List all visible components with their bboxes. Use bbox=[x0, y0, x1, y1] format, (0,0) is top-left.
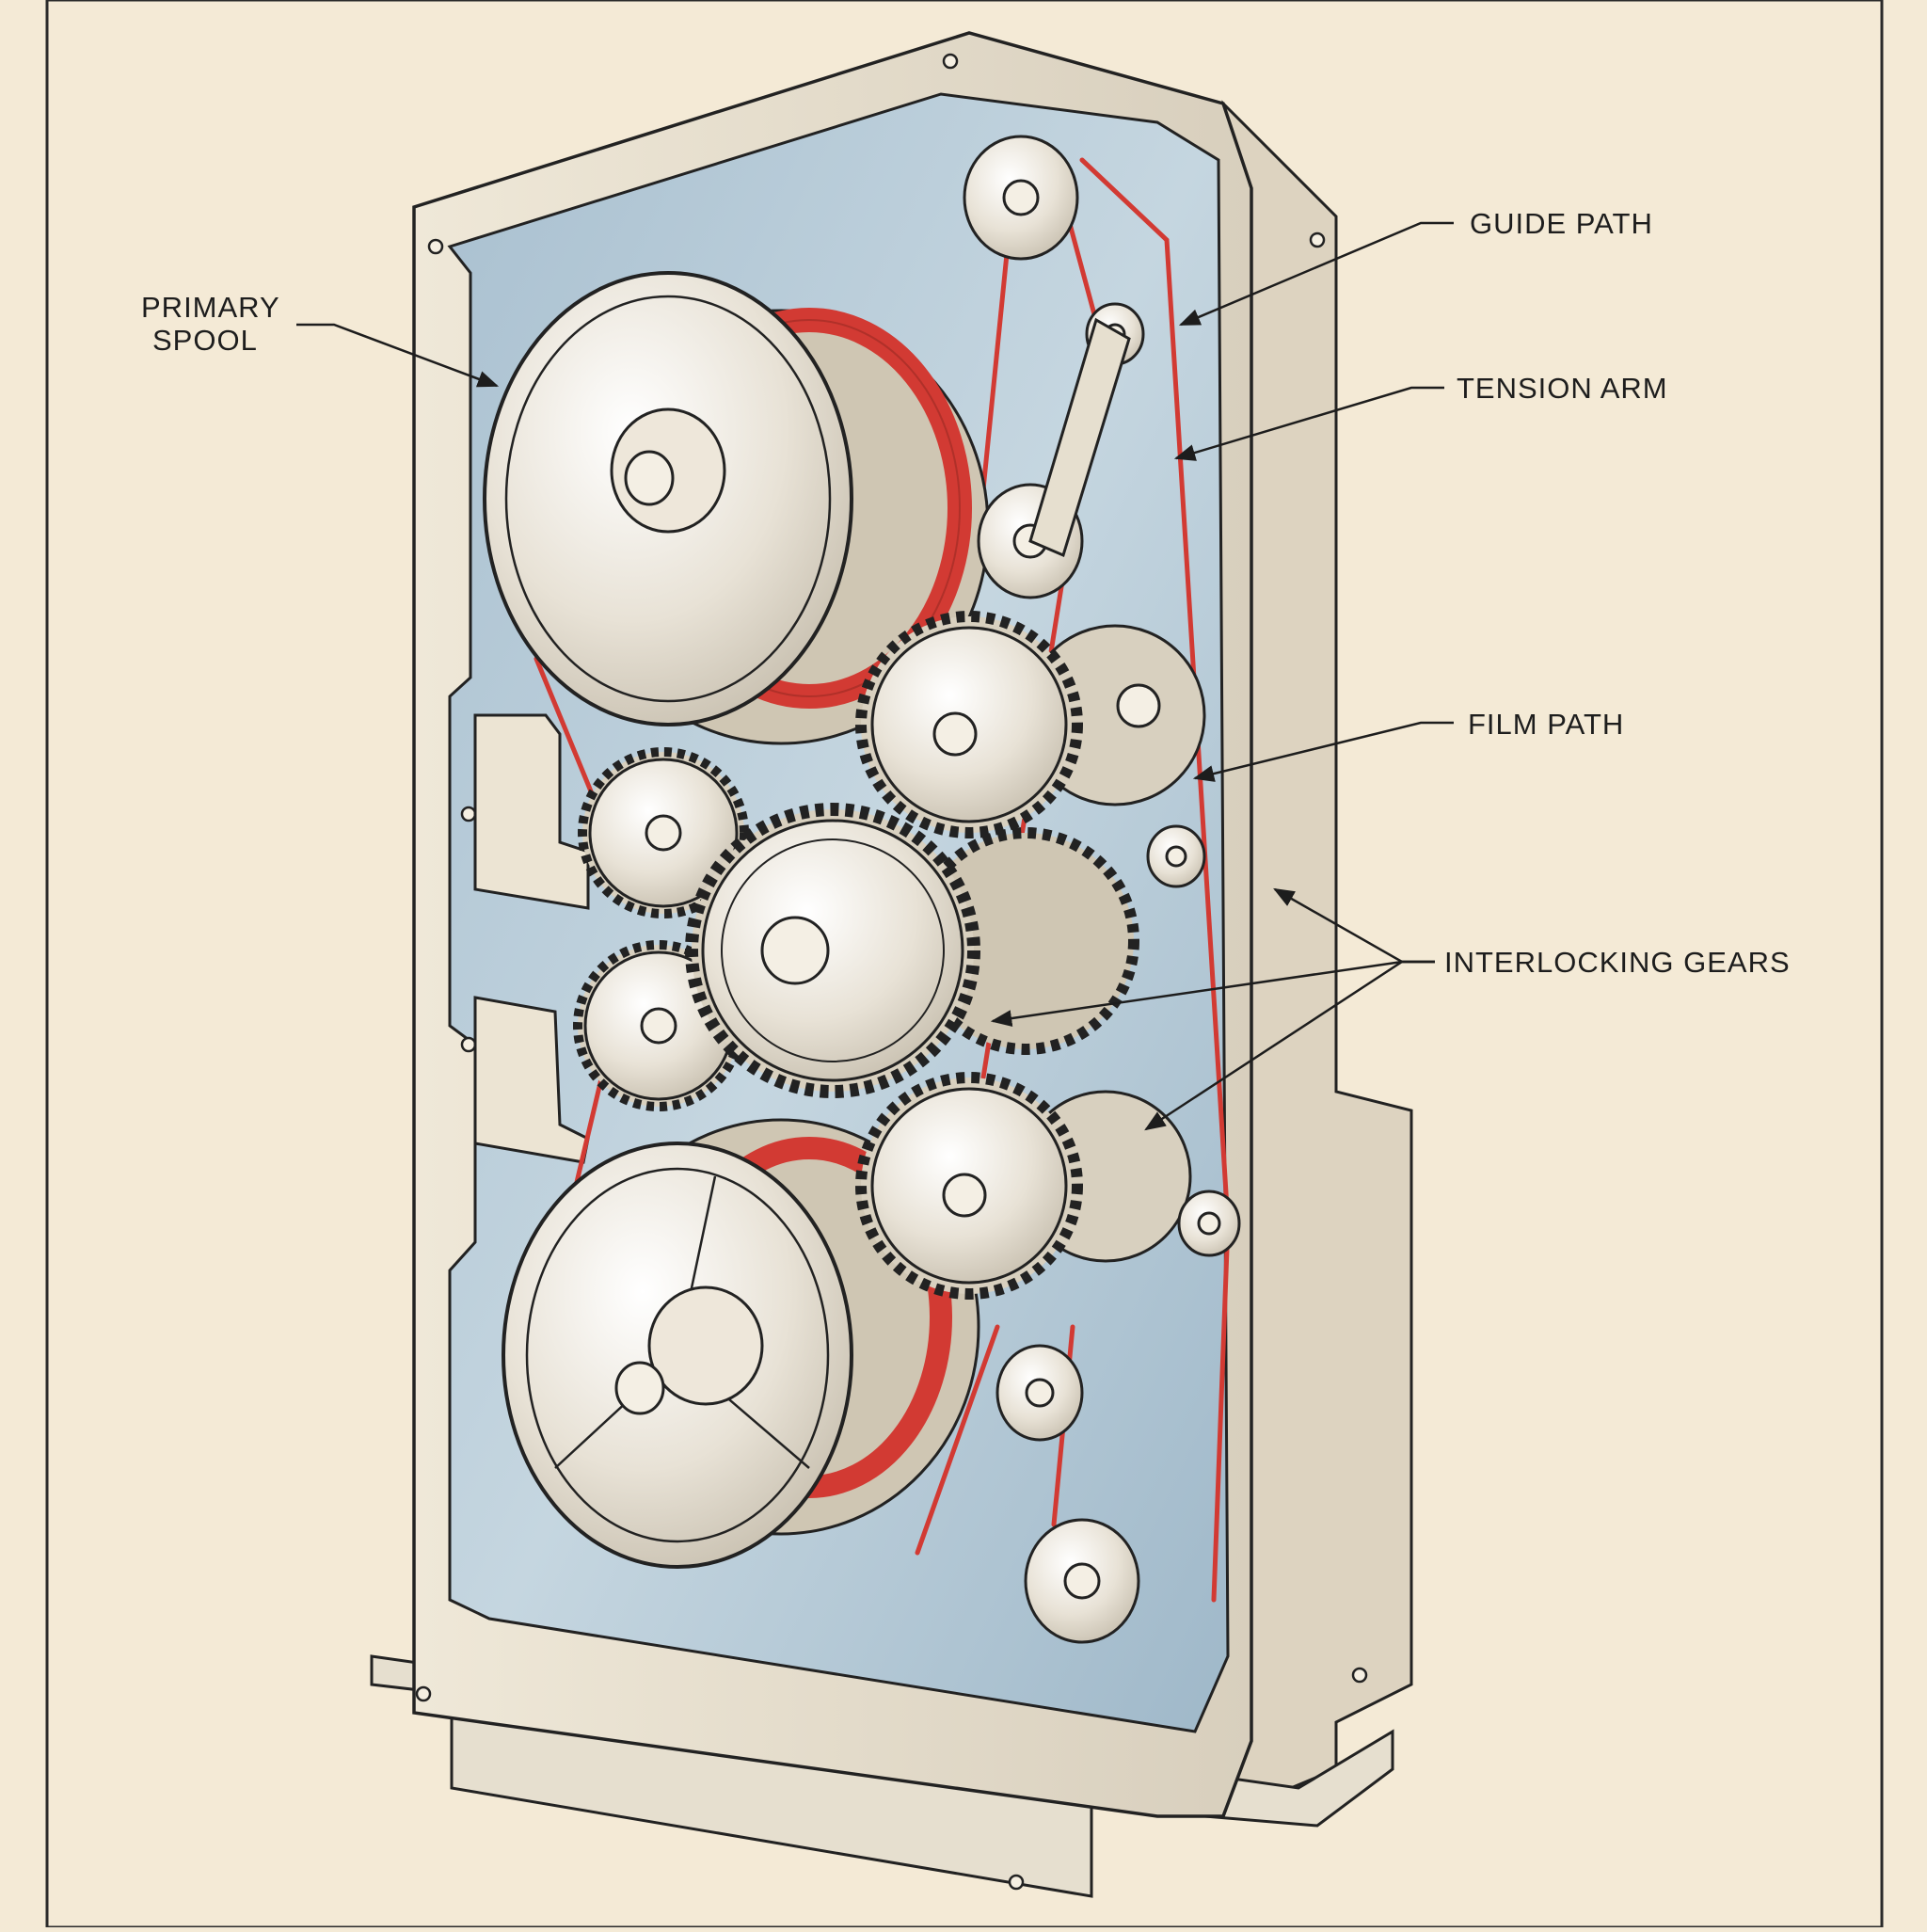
label-guide-path: GUIDE PATH bbox=[1470, 207, 1653, 240]
leader-lines bbox=[296, 221, 1454, 1131]
label-interlocking-gears: INTERLOCKING GEARS bbox=[1444, 946, 1791, 979]
guide-rollers bbox=[963, 135, 1241, 1644]
label-primary-spool-line2: SPOOL bbox=[152, 324, 258, 357]
interlocking-gear-train bbox=[573, 611, 1206, 1300]
label-tension-arm: TENSION ARM bbox=[1457, 372, 1668, 405]
label-primary-spool-line1: PRIMARY bbox=[141, 291, 280, 324]
primary-spool bbox=[483, 271, 990, 745]
mounting-holes bbox=[415, 53, 1368, 1891]
label-film-path: FILM PATH bbox=[1468, 708, 1624, 741]
left-brackets bbox=[473, 713, 590, 1164]
tension-arm bbox=[1028, 317, 1131, 558]
